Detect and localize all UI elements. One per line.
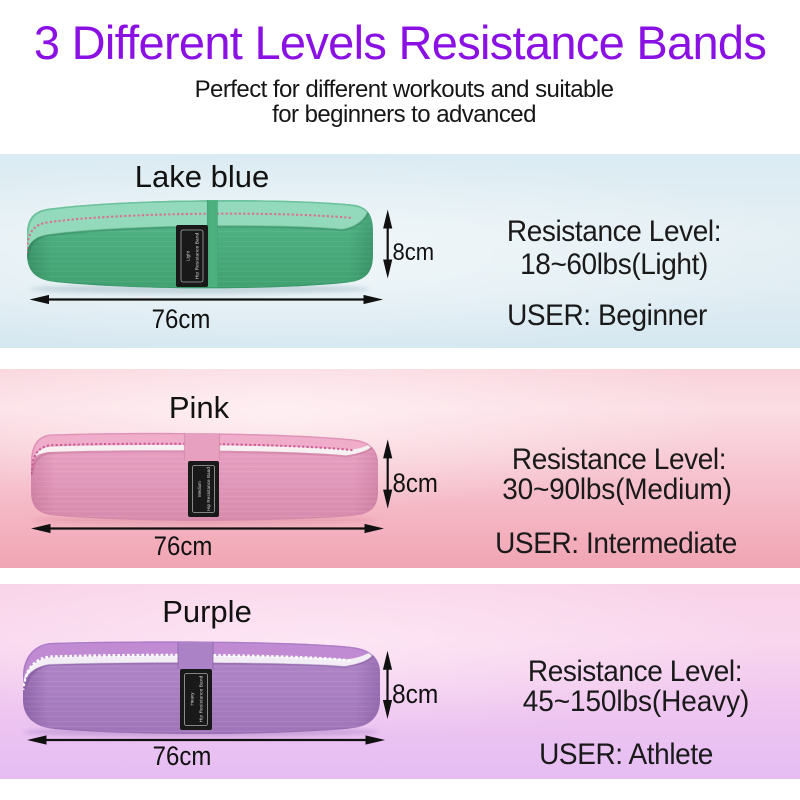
svg-text:Hip Resistance Band: Hip Resistance Band [206,467,211,511]
svg-text:Light: Light [186,250,191,261]
svg-text:Hip Resistance Band: Hip Resistance Band [195,232,201,279]
svg-text:Hip Resistance Band: Hip Resistance Band [199,675,205,722]
svg-text:Heavy: Heavy [190,692,195,706]
svg-text:Medium: Medium [197,481,202,497]
